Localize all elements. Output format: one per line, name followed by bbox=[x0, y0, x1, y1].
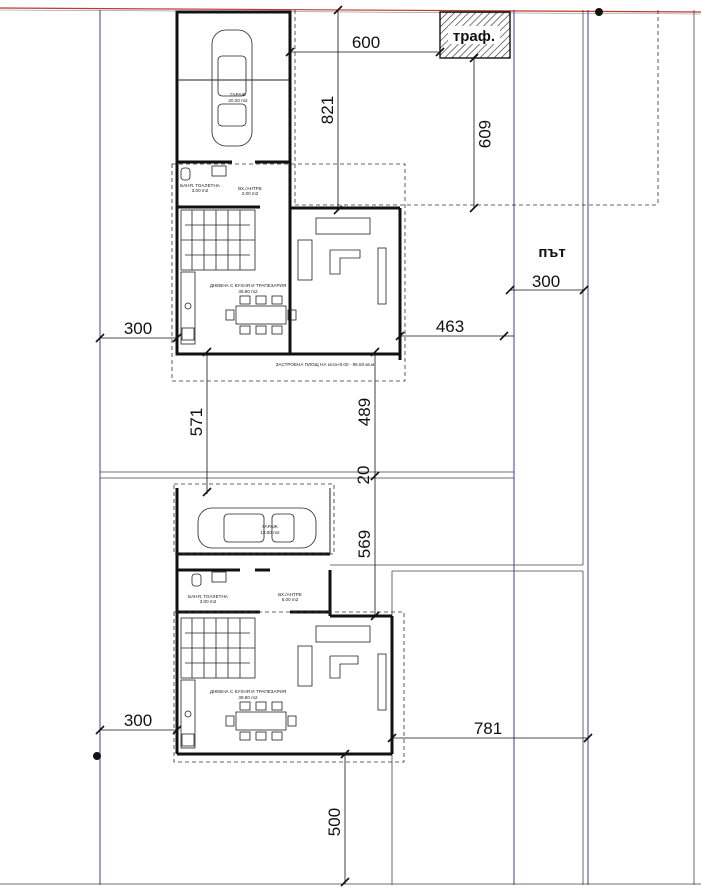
dining-table-icon bbox=[225, 295, 297, 335]
tv-unit bbox=[377, 653, 387, 711]
living-label: ДНЕВНА С КУХНЯ И ТРАПЕЗАРИЯ bbox=[210, 283, 286, 288]
house-2-plan: ГАРАЖ 18.80 m2 БАНЯ, ТОАЛЕТНА 3.00 m2 ВХ… bbox=[173, 483, 405, 763]
garage-area: 20.20 m2 bbox=[228, 98, 248, 103]
sofa-icon bbox=[315, 625, 371, 643]
dim-609: 609 bbox=[475, 120, 494, 148]
stove-icon bbox=[181, 733, 195, 747]
dim-463: 463 bbox=[436, 317, 464, 336]
garage-label: ГАРАЖ bbox=[262, 524, 278, 529]
sink-icon bbox=[211, 165, 227, 177]
toilet-icon bbox=[191, 573, 202, 587]
dim-300-road: 300 bbox=[532, 272, 560, 291]
sink-icon bbox=[211, 571, 227, 583]
garage-label: ГАРАЖ bbox=[230, 92, 246, 97]
entry-label: ВХ./АНТРЕ bbox=[278, 592, 302, 597]
bath-area: 3.00 m2 bbox=[192, 188, 209, 193]
car-icon bbox=[211, 29, 253, 147]
dim-489: 489 bbox=[355, 398, 374, 426]
stove-icon bbox=[181, 327, 195, 341]
living-area: 38.80 m2 bbox=[238, 695, 258, 700]
dim-571: 571 bbox=[187, 408, 206, 436]
stairs-icon bbox=[180, 617, 256, 679]
house-1-plan: ГАРАЖ 20.20 m2 БАНЯ, ТОАЛЕТНА 3.00 m2 ВХ… bbox=[171, 10, 406, 382]
built-area-label: ЗАСТРОЕНА ПЛОЩ НА кота+0.00 - 95.50 кв.м bbox=[276, 362, 375, 367]
coffee-table bbox=[329, 655, 359, 679]
garage-area: 18.80 m2 bbox=[260, 530, 280, 535]
car-icon bbox=[197, 507, 317, 549]
bath-label: БАНЯ, ТОАЛЕТНА bbox=[180, 183, 221, 188]
dim-300-bottom: 300 bbox=[124, 711, 152, 730]
stairs-icon bbox=[180, 209, 256, 271]
bath-area: 3.00 m2 bbox=[200, 599, 217, 604]
dim-20: 20 bbox=[354, 466, 373, 485]
transformer-label: траф. bbox=[453, 28, 495, 45]
living-label: ДНЕВНА С КУХНЯ И ТРАПЕЗАРИЯ bbox=[210, 689, 286, 694]
dim-821: 821 bbox=[318, 96, 337, 124]
dim-500: 500 bbox=[325, 808, 344, 836]
dim-569: 569 bbox=[355, 530, 374, 558]
dim-300-top: 300 bbox=[124, 319, 152, 338]
kitchen-sink-icon bbox=[184, 710, 192, 718]
entry-area: 2.00 m2 bbox=[242, 191, 259, 196]
dim-600: 600 bbox=[352, 33, 380, 52]
dining-table-icon bbox=[225, 701, 297, 741]
kitchen-sink-icon bbox=[184, 302, 192, 310]
road-label: път bbox=[538, 244, 565, 261]
kitchen-counter bbox=[180, 679, 196, 749]
dim-781: 781 bbox=[474, 719, 502, 738]
entry-label: ВХ./АНТРЕ bbox=[238, 186, 262, 191]
coffee-table bbox=[329, 249, 361, 275]
kitchen-counter bbox=[180, 271, 196, 345]
tv-unit bbox=[377, 247, 387, 305]
toilet-icon bbox=[180, 167, 191, 181]
bath-label: БАНЯ, ТОАЛЕТНА bbox=[188, 594, 229, 599]
survey-point bbox=[595, 8, 603, 16]
survey-point bbox=[93, 752, 101, 760]
living-area: 38.80 m2 bbox=[238, 289, 258, 294]
sofa-icon bbox=[315, 217, 371, 235]
top-boundary-line bbox=[0, 7, 701, 13]
entry-area: 5.00 m2 bbox=[282, 597, 299, 602]
